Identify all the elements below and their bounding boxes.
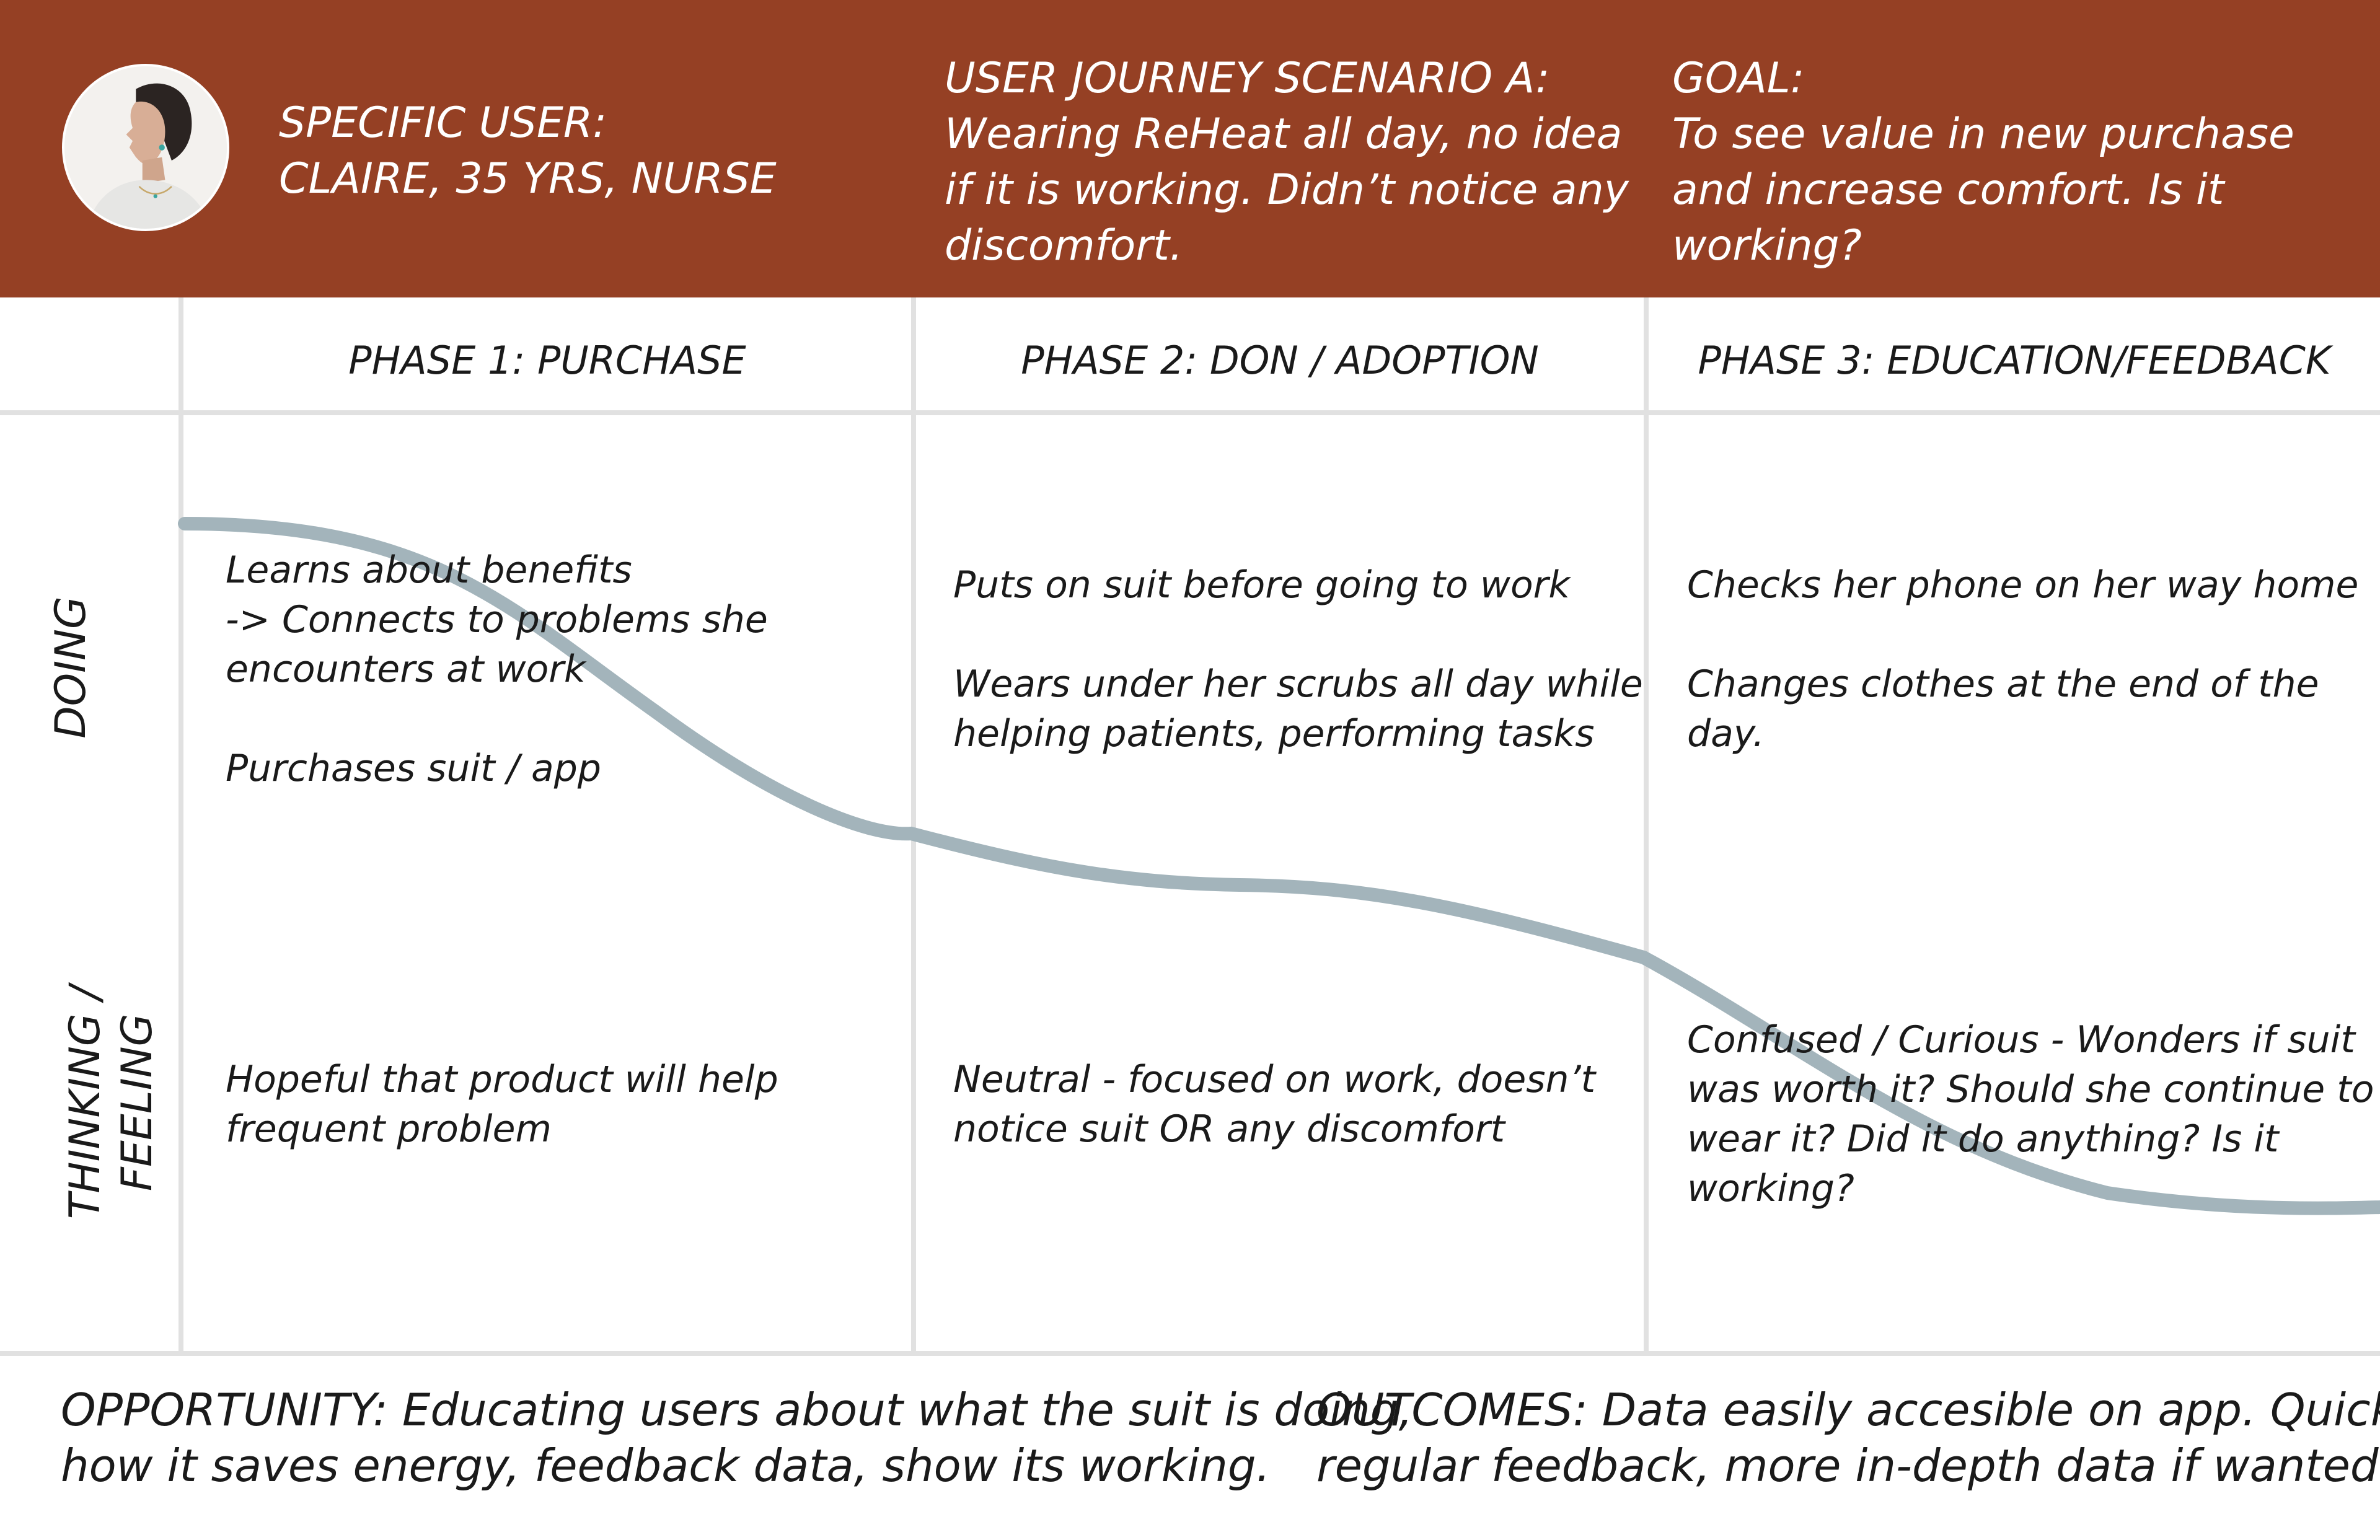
goal-line: working? <box>1672 221 1862 270</box>
thinking-phase-3-line: wear it? Did it do anything? Is it <box>1687 1117 2279 1161</box>
goal-line: and increase comfort. Is it <box>1672 165 2224 214</box>
thinking-phase-1-line: Hopeful that product will help <box>226 1058 778 1101</box>
scenario-heading: USER JOURNEY SCENARIO A: <box>945 54 1550 103</box>
row-label-thinking-feeling: THINKING / FEELING <box>60 972 164 1233</box>
scenario-line: if it is working. Didn’t notice any <box>945 165 1629 214</box>
grid-divider-label-column <box>178 297 183 1354</box>
row-label-doing-text: DOING <box>46 596 95 739</box>
doing-phase-3-line <box>1687 610 2358 659</box>
phase-3-heading: PHASE 3: EDUCATION/FEEDBACK <box>1698 338 2331 383</box>
doing-cell-phase-3: Checks her phone on her way home Changes… <box>1687 560 2358 759</box>
doing-phase-3-line: day. <box>1687 712 1765 755</box>
phase-2-heading: PHASE 2: DON / ADOPTION <box>1021 338 1539 383</box>
row-label-feeling-text: FEELING <box>113 1013 162 1192</box>
row-label-doing: DOING <box>45 568 97 767</box>
scenario-text: USER JOURNEY SCENARIO A: Wearing ReHeat … <box>945 51 1629 274</box>
user-description: CLAIRE, 35 YRS, NURSE <box>279 154 777 203</box>
thinking-phase-3-line: working? <box>1687 1167 1854 1210</box>
doing-cell-phase-1: Learns about benefits -> Connects to pro… <box>226 545 768 793</box>
outcomes-line: regular feedback, more in-depth data if … <box>1316 1440 2380 1492</box>
user-portrait-icon <box>64 66 227 229</box>
thinking-phase-3-line: was worth it? Should she continue to <box>1687 1068 2374 1111</box>
outcomes-line: OUTCOMES: Data easily accesible on app. … <box>1316 1384 2380 1436</box>
thinking-phase-2-line: notice suit OR any discomfort <box>953 1107 1505 1151</box>
scenario-line: discomfort. <box>945 221 1183 270</box>
thinking-cell-phase-3: Confused / Curious - Wonders if suit was… <box>1687 1015 2374 1213</box>
thinking-cell-phase-1: Hopeful that product will help frequent … <box>226 1055 778 1154</box>
goal-text: GOAL: To see value in new purchase and i… <box>1672 51 2342 274</box>
user-avatar <box>62 64 229 231</box>
opportunity-text: OPPORTUNITY: Educating users about what … <box>61 1382 1413 1494</box>
doing-phase-2-line: helping patients, performing tasks <box>953 712 1595 755</box>
outcomes-text: OUTCOMES: Data easily accesible on app. … <box>1316 1382 2380 1494</box>
doing-phase-3-line: Checks her phone on her way home <box>1687 563 2359 607</box>
opportunity-line: OPPORTUNITY: Educating users about what … <box>61 1384 1413 1436</box>
doing-phase-1-line: Learns about benefits <box>226 548 632 592</box>
phase-1-heading: PHASE 1: PURCHASE <box>348 338 746 383</box>
doing-phase-3-line: Changes clothes at the end of the <box>1687 662 2319 706</box>
doing-phase-2-line: Wears under her scrubs all day while <box>953 662 1643 706</box>
row-label-thinking-text: THINKING / <box>61 985 110 1220</box>
doing-phase-1-line <box>226 694 768 744</box>
thinking-cell-phase-2: Neutral - focused on work, doesn’t notic… <box>953 1055 1595 1154</box>
goal-line: To see value in new purchase <box>1672 110 2294 159</box>
doing-phase-1-line: Purchases suit / app <box>226 747 601 790</box>
grid-divider-phase-1-2 <box>911 297 916 1354</box>
header-band: SPECIFIC USER: CLAIRE, 35 YRS, NURSE USE… <box>0 0 2380 297</box>
goal-heading: GOAL: <box>1672 54 1805 103</box>
doing-phase-1-line: -> Connects to problems she <box>226 598 768 641</box>
grid-divider-footer <box>0 1351 2380 1356</box>
doing-phase-1-line: encounters at work <box>226 648 586 691</box>
opportunity-line: how it saves energy, feedback data, show… <box>61 1440 1271 1492</box>
grid-divider-phase-2-3 <box>1644 297 1649 1354</box>
thinking-phase-3-line: Confused / Curious - Wonders if suit <box>1687 1018 2355 1062</box>
scenario-line: Wearing ReHeat all day, no idea <box>945 110 1623 159</box>
thinking-phase-2-line: Neutral - focused on work, doesn’t <box>953 1058 1596 1101</box>
doing-cell-phase-2: Puts on suit before going to work Wears … <box>953 560 1643 759</box>
thinking-phase-1-line: frequent problem <box>226 1107 552 1151</box>
doing-phase-2-line: Puts on suit before going to work <box>953 563 1571 607</box>
doing-phase-2-line <box>953 610 1643 659</box>
grid-divider-phase-header <box>0 410 2380 415</box>
user-heading: SPECIFIC USER: <box>279 99 607 147</box>
specific-user-text: SPECIFIC USER: CLAIRE, 35 YRS, NURSE <box>279 95 899 207</box>
